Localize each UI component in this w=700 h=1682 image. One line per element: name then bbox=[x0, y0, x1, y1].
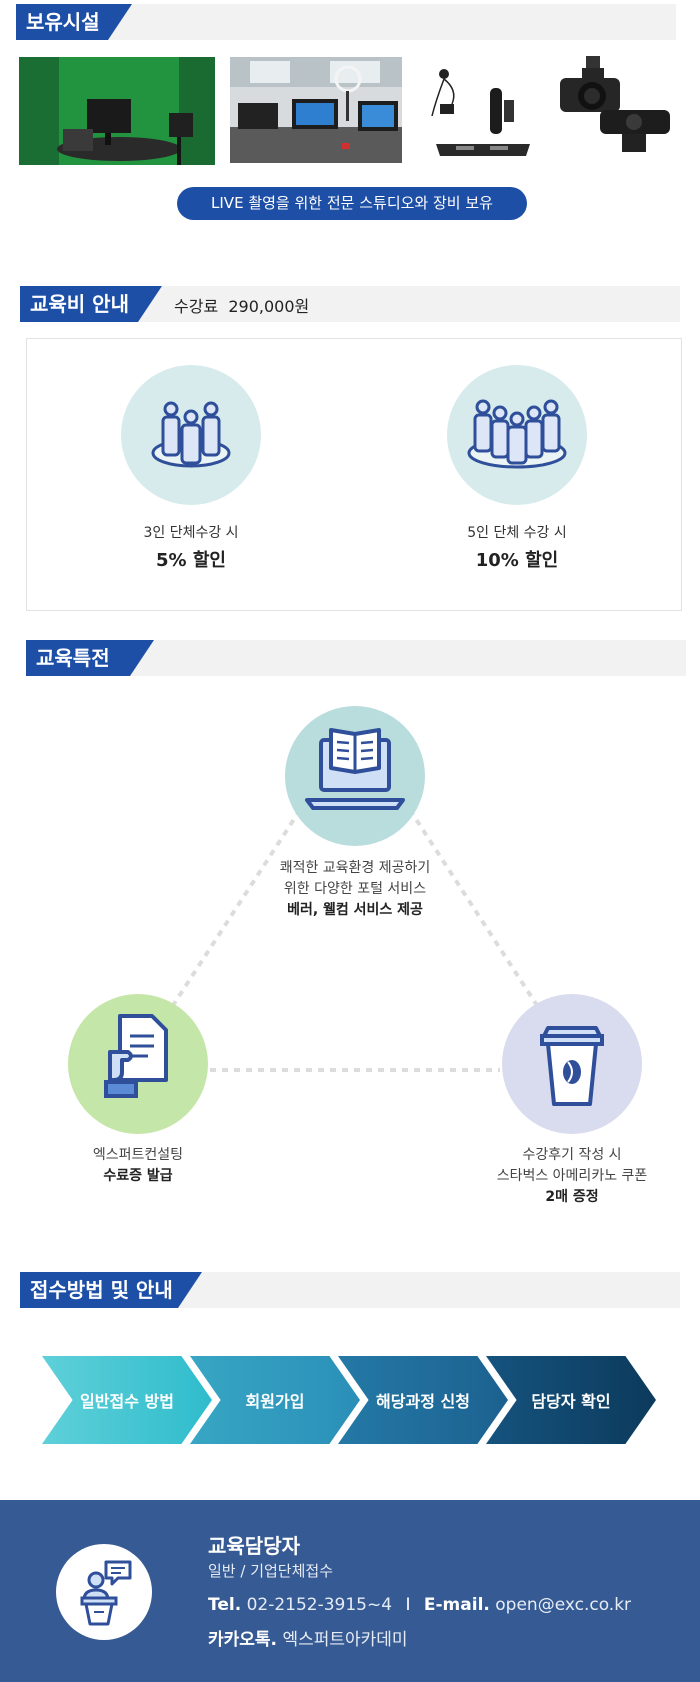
contact-line: Tel. 02-2152-3915~4 I E-mail. open@exc.c… bbox=[208, 1595, 631, 1615]
benefit-portal-text: 쾌적한 교육환경 제공하기 위한 다양한 포털 서비스 베러, 웰컴 서비스 제… bbox=[225, 858, 485, 921]
benefits-title: 교육특전 bbox=[26, 640, 154, 676]
benefit-coffee-line2: 스타벅스 아메리카노 쿠폰 bbox=[496, 1168, 648, 1184]
certificate-icon bbox=[68, 994, 208, 1134]
discount-2-rate: 10% 할인 bbox=[475, 550, 559, 571]
email-label: E-mail. bbox=[423, 1595, 490, 1615]
facilities-banner: LIVE 촬영을 위한 전문 스튜디오와 장비 보유 bbox=[177, 187, 527, 220]
contact-title: 교육담당자 bbox=[208, 1534, 300, 1558]
coffee-cup-icon bbox=[502, 994, 642, 1134]
benefit-coffee-line1: 수강후기 작성 시 bbox=[522, 1147, 622, 1163]
kakao-label: 카카오톡. bbox=[208, 1630, 278, 1650]
benefit-coffee-bold: 2매 증정 bbox=[545, 1189, 599, 1205]
kakao-value: 엑스퍼트아카데미 bbox=[282, 1630, 408, 1650]
email-value[interactable]: open@exc.co.kr bbox=[495, 1595, 632, 1615]
benefit-portal-line1: 쾌적한 교육환경 제공하기 bbox=[279, 860, 431, 876]
benefit-certificate-bold: 수료증 발급 bbox=[103, 1168, 173, 1184]
facilities-title: 보유시설 bbox=[16, 4, 132, 40]
step-manager-confirm: 담당자 확인 bbox=[486, 1356, 656, 1444]
discount-1-condition: 3인 단체수강 시 bbox=[143, 525, 239, 541]
benefit-certificate-text: 엑스퍼트컨설팅 수료증 발급 bbox=[38, 1145, 238, 1187]
benefit-coffee-text: 수강후기 작성 시 스타벅스 아메리카노 쿠폰 2매 증정 bbox=[462, 1145, 682, 1208]
broadcast-desk-photo bbox=[230, 57, 402, 163]
benefit-connectors bbox=[168, 808, 542, 1072]
group-3-icon bbox=[121, 365, 261, 505]
step-sign-up: 회원가입 bbox=[190, 1356, 360, 1444]
group-5-icon bbox=[447, 365, 587, 505]
tuition-text: 수강료 290,000원 bbox=[174, 297, 310, 316]
apply-title: 접수방법 및 안내 bbox=[20, 1272, 202, 1308]
step-1-label: 일반접수 방법 bbox=[80, 1392, 174, 1411]
studio-photo bbox=[19, 57, 215, 165]
microphone-set-photo bbox=[428, 60, 538, 160]
laptop-book-icon bbox=[285, 706, 425, 846]
camera-photo bbox=[556, 50, 676, 158]
benefit-certificate-line1: 엑스퍼트컨설팅 bbox=[92, 1147, 184, 1163]
tel-value: 02-2152-3915~4 bbox=[246, 1595, 393, 1615]
step-4-label: 담당자 확인 bbox=[531, 1392, 611, 1411]
tel-label: Tel. bbox=[208, 1595, 242, 1615]
benefit-portal-line2: 위한 다양한 포털 서비스 bbox=[283, 881, 427, 897]
step-3-label: 해당과정 신청 bbox=[376, 1392, 470, 1411]
step-course-apply: 해당과정 신청 bbox=[338, 1356, 508, 1444]
contact-separator: I bbox=[405, 1595, 411, 1615]
discount-1-rate: 5% 할인 bbox=[156, 550, 226, 571]
speaker-podium-icon bbox=[56, 1544, 152, 1640]
discount-2-condition: 5인 단체 수강 시 bbox=[467, 525, 567, 541]
benefit-portal-bold: 베러, 웰컴 서비스 제공 bbox=[287, 902, 423, 918]
contact-footer: 교육담당자 일반 / 기업단체접수 Tel. 02-2152-3915~4 I … bbox=[0, 1500, 700, 1682]
contact-subtitle: 일반 / 기업단체접수 bbox=[208, 1562, 333, 1580]
fee-title: 교육비 안내 bbox=[20, 286, 162, 322]
discount-box bbox=[26, 338, 682, 611]
kakao-line: 카카오톡. 엑스퍼트아카데미 bbox=[208, 1625, 408, 1650]
step-general-registration: 일반접수 방법 bbox=[42, 1356, 212, 1444]
step-2-label: 회원가입 bbox=[245, 1392, 305, 1411]
